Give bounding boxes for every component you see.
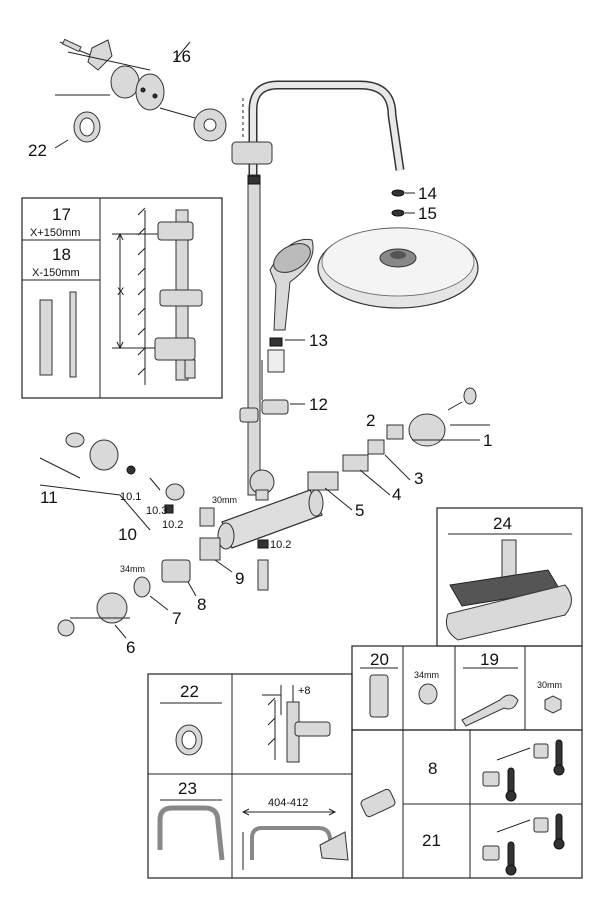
spare-19-label: 19 — [480, 650, 499, 669]
spare-21-label: 21 — [422, 831, 441, 850]
spare-22-label: 22 — [180, 682, 199, 701]
callout-6: 6 — [126, 638, 135, 657]
callout-10-2: 10.2 — [162, 519, 183, 531]
hose-nut — [267, 349, 285, 373]
dim-x: X — [117, 286, 125, 298]
callout-14: 14 — [418, 184, 437, 203]
extension-rod — [69, 291, 77, 378]
slider-12 — [239, 360, 289, 423]
callout-1: 1 — [483, 431, 492, 450]
spares-table — [147, 645, 583, 879]
item-17-sub: X+150mm — [30, 227, 80, 239]
spare-21-thermo-icons — [482, 813, 565, 876]
callout-15: 15 — [418, 204, 437, 223]
callout-10-2-lower: 10.2 — [270, 539, 291, 551]
shelf-mixer — [445, 584, 572, 641]
callout-7: 7 — [172, 609, 181, 628]
callout-9: 9 — [235, 569, 244, 588]
callout-10-1: 10.1 — [120, 491, 141, 503]
item-18: 18 — [52, 245, 71, 264]
hand-shower — [269, 238, 314, 331]
callout-2: 2 — [366, 411, 375, 430]
callout-10-3: 10.3 — [146, 505, 167, 517]
spare-20-label: 20 — [370, 650, 389, 669]
wall-bracket-assembly — [54, 38, 227, 149]
spare-23-arm — [157, 805, 225, 861]
spare-8-label: 8 — [428, 759, 437, 778]
item-17: 17 — [52, 205, 71, 224]
spare-20-cartridge — [369, 674, 389, 718]
callout-13: 13 — [309, 331, 328, 350]
shelf-riser — [501, 539, 517, 581]
spare-8-cartridge — [360, 788, 396, 818]
dim-30mm-top: 30mm — [212, 495, 237, 505]
thermostat-mixer — [217, 469, 324, 550]
overhead-arm — [231, 80, 405, 180]
seal-14 — [391, 189, 405, 197]
head-shower — [317, 227, 479, 309]
callout-11: 11 — [40, 488, 58, 507]
spare-head-shower — [319, 831, 349, 861]
callout-10: 10 — [118, 525, 137, 544]
extension-box — [21, 197, 223, 399]
spare-8-thermo-icons — [482, 739, 565, 802]
left-fittings — [39, 432, 221, 637]
spare-23-label: 23 — [178, 779, 197, 798]
part-10-2-lower — [257, 539, 269, 549]
spare-19-wrench — [461, 694, 519, 727]
seal-13 — [269, 337, 283, 347]
dim-34mm-left: 34mm — [120, 564, 145, 574]
extension-pipe — [39, 299, 53, 376]
spare-dim-404-412: 404-412 — [268, 797, 308, 809]
item-18-sub: X-150mm — [32, 267, 80, 279]
spare-plus8: +8 — [298, 685, 311, 697]
seal-15 — [391, 209, 405, 217]
right-fittings — [307, 387, 490, 491]
spare-19-nut — [544, 695, 562, 714]
spare-20-ring — [418, 683, 438, 705]
callout-12: 12 — [309, 395, 328, 414]
callout-3: 3 — [414, 469, 423, 488]
spare-20-34mm: 34mm — [414, 670, 439, 680]
spare-19-30mm: 30mm — [537, 680, 562, 690]
callout-4: 4 — [392, 485, 401, 504]
callout-24: 24 — [493, 514, 512, 533]
riser-pipe — [247, 174, 261, 496]
callout-8: 8 — [197, 595, 206, 614]
callout-22: 22 — [28, 141, 47, 160]
callout-16: 16 — [172, 47, 191, 66]
callout-5: 5 — [355, 501, 364, 520]
